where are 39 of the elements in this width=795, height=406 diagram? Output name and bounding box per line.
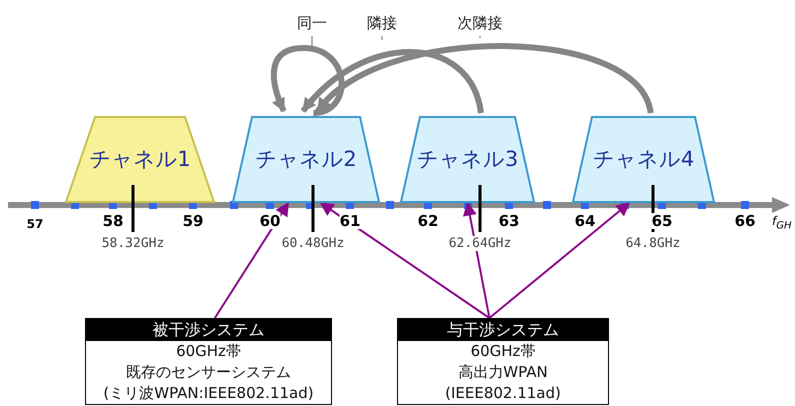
tick-label: 62	[418, 213, 438, 229]
frequency-label: 62.64GHz	[448, 236, 512, 251]
box-text: (IEEE802.11ad)	[444, 383, 562, 404]
arrow	[270, 45, 344, 116]
channel-trapezoid	[65, 115, 215, 203]
tick-label: 66	[734, 213, 756, 229]
channel-trapezoid	[400, 115, 535, 203]
box-text: 60GHz帯	[175, 341, 242, 362]
arrow	[316, 43, 654, 114]
edge-label: 隣接	[367, 14, 397, 33]
tick-label: 63	[498, 213, 520, 229]
channel-trapezoid	[572, 115, 715, 203]
box-text: (ミリ波WPAN:IEEE802.11ad)	[102, 383, 315, 404]
tick-label: 64	[574, 213, 596, 229]
tick-label: 60	[260, 213, 280, 229]
channel-label: チャネル1	[89, 146, 191, 173]
arrow	[320, 202, 490, 319]
box-heading: 与干渉システム	[398, 319, 608, 341]
box-text: 60GHz帯	[470, 341, 536, 362]
box-text: 既存のセンサーシステム	[125, 362, 292, 383]
tick-label: 58	[102, 213, 124, 229]
arrow	[214, 202, 290, 319]
arrow	[462, 202, 490, 318]
system-box	[85, 318, 332, 405]
edge-label: 次隣接	[458, 14, 502, 33]
tick-label: 65	[652, 213, 672, 229]
system-box	[397, 318, 609, 405]
box-text: 高出力WPAN	[457, 362, 549, 383]
arrow	[488, 202, 630, 319]
channel-label: チャネル2	[255, 146, 357, 173]
tick-label: 59	[182, 213, 204, 229]
channel-trapezoid	[232, 115, 380, 203]
edge-label: 同一	[297, 14, 327, 33]
tick-label: 61	[340, 213, 360, 229]
channel-label: チャネル4	[592, 146, 694, 173]
box-heading: 被干渉システム	[86, 319, 331, 341]
axis-label: f$_{GH}$	[772, 214, 792, 232]
channel-label: チャネル3	[416, 146, 518, 173]
arrow	[300, 49, 484, 114]
